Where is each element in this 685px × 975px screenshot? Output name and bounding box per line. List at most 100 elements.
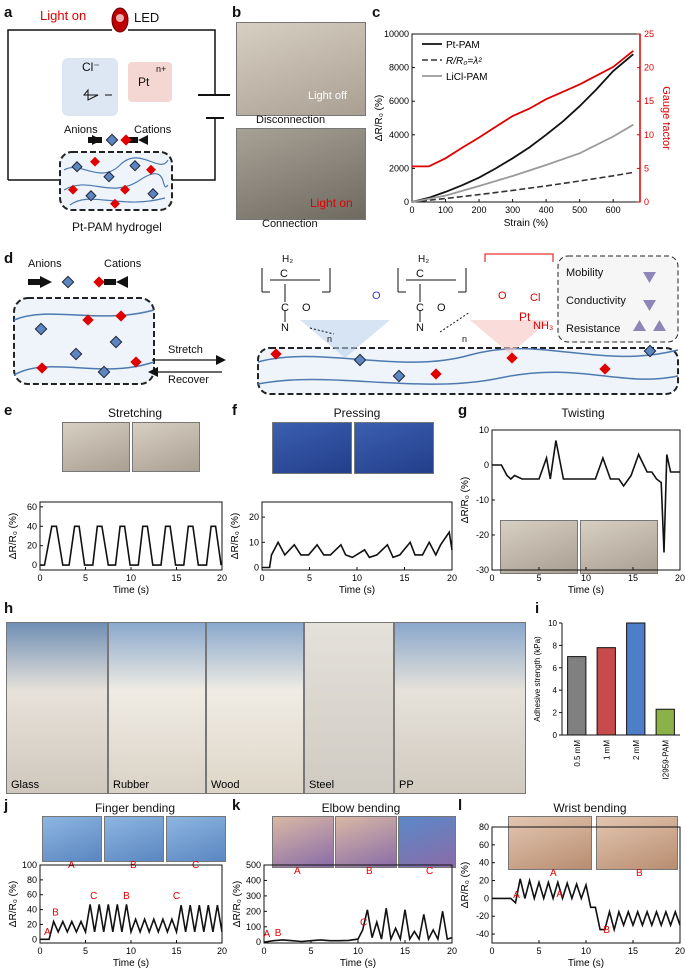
j-trace-label: C [90, 891, 97, 902]
c-x-axis-label: Strain (%) [504, 218, 548, 229]
l-trace-label: B [603, 925, 610, 936]
light-on-photo-label: Light on [310, 196, 353, 210]
j-ytick-label: 20 [27, 919, 37, 929]
f-xtick-label: 5 [307, 573, 312, 583]
i-category-label: 1 mM [602, 740, 611, 760]
c-y2tick-label: 5 [644, 163, 649, 173]
photo-pp-label: PP [399, 779, 414, 791]
c-legend-label: LiCl-PAM [446, 72, 487, 83]
j-trace-label: B [52, 907, 59, 918]
anions-label: Anions [64, 124, 98, 136]
c-y-axis-label: ΔR/R₀ (%) [374, 95, 385, 141]
k-trace-label: C [360, 917, 367, 928]
e-series-line [40, 525, 222, 566]
j-x-axis-label: Time (s) [113, 958, 149, 969]
l-x-axis-label: Time (s) [568, 958, 604, 969]
j-xtick-label: 20 [217, 946, 227, 956]
g-ytick-label: -20 [476, 530, 489, 540]
l-xtick-label: 10 [581, 946, 591, 956]
j-ytick-label: 80 [27, 875, 37, 885]
e-xtick-label: 20 [217, 573, 227, 583]
k-series-line [263, 908, 453, 943]
i-ytick-label: 0 [553, 731, 558, 740]
l-xtick-label: 15 [628, 946, 638, 956]
f-y-axis-label: ΔR/R₀ (%) [230, 513, 241, 559]
hydrogel-label: Pt-PAM hydrogel [72, 220, 162, 234]
j-trace-label: B [123, 891, 130, 902]
j-y-axis-label: ΔR/R₀ (%) [8, 881, 19, 927]
j-series-line [40, 904, 223, 941]
g-x-axis-label: Time (s) [568, 585, 604, 595]
k-x-axis-label: Time (s) [340, 958, 376, 969]
i-bar [596, 647, 616, 736]
k-plot-frame [263, 864, 453, 944]
l-title: Wrist bending [553, 801, 627, 815]
f-photo-2 [354, 422, 434, 474]
k-y-axis-label: ΔR/R₀ (%) [232, 881, 243, 927]
j-ytick-label: 40 [27, 905, 37, 915]
l-photo-2 [596, 816, 678, 870]
panel-label-b: b [232, 4, 242, 21]
e-xtick-label: 15 [171, 573, 181, 583]
e-photo-2 [132, 422, 200, 472]
g-ytick-label: -30 [476, 565, 489, 575]
j-xtick-label: 5 [83, 946, 88, 956]
e-title: Stretching [107, 406, 163, 420]
g-xtick-label: 0 [489, 573, 494, 583]
j-ytick-label: 0 [32, 934, 37, 944]
c-ytick-label: 8000 [389, 63, 409, 73]
conductivity-label: Conductivity [566, 295, 626, 307]
c-y2-axis-label: Gauge factor [660, 86, 670, 150]
j-photo-1 [42, 816, 102, 862]
photo-pp: PP [394, 622, 526, 794]
photo-glass-label: Glass [11, 779, 40, 791]
c-ytick-label: 0 [404, 197, 409, 207]
panel-label-h: h [4, 600, 14, 617]
chem-c-4: C [416, 302, 424, 314]
k-photo-1 [272, 816, 334, 868]
c-y2tick-label: 20 [644, 63, 654, 73]
c-xtick-label: 200 [472, 205, 487, 215]
i-category-label: 0.5 mM [573, 740, 582, 767]
light-on-label: Light on [40, 8, 87, 23]
i-y-axis-label: Adhesive strength (kPa) [533, 636, 542, 722]
g-xtick-label: 5 [536, 573, 541, 583]
f-xtick-label: 20 [447, 573, 457, 583]
c-ytick-label: 10000 [384, 29, 409, 39]
e-xtick-label: 5 [83, 573, 88, 583]
chem-o-2: O [437, 302, 446, 314]
f-ytick-label: 20 [249, 512, 259, 522]
j-ytick-label: 60 [27, 890, 37, 900]
cation-formula: Pt [138, 75, 150, 89]
photo-wood: Wood [206, 622, 304, 794]
f-plot-frame [261, 501, 453, 571]
panel-label-e: e [4, 402, 13, 419]
l-trace-label: A [513, 890, 520, 901]
k-xtick-label: 20 [447, 946, 457, 956]
l-ytick-label: 0 [484, 893, 489, 903]
c-series-line [411, 171, 634, 203]
pt-o-label: O [498, 290, 507, 302]
l-trace-label: A [556, 889, 563, 900]
resistance-label: Resistance [566, 323, 621, 335]
g-photo-2 [580, 520, 658, 574]
k-photo-2 [335, 816, 397, 868]
k-xtick-label: 0 [261, 946, 266, 956]
chem-sub-n-1: n [327, 334, 333, 344]
e-photo-1 [62, 422, 130, 472]
k-xtick-label: 15 [400, 946, 410, 956]
j-title: Finger bending [94, 801, 176, 815]
j-xtick-label: 15 [171, 946, 181, 956]
g-xtick-label: 10 [581, 573, 591, 583]
chem-sub-n-2: n [462, 334, 468, 344]
j-xtick-label: 10 [126, 946, 136, 956]
d-anions-label: Anions [28, 258, 62, 270]
light-off-label: Light off [308, 90, 347, 102]
k-ytick-label: 200 [246, 906, 261, 916]
l-photo-label-a: A [550, 868, 557, 879]
c-xtick-label: 300 [505, 205, 520, 215]
c-ytick-label: 2000 [389, 163, 409, 173]
